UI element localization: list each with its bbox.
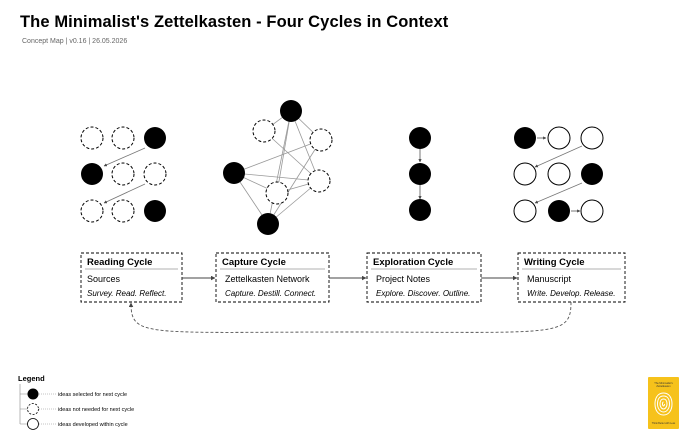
idea-node-dashed — [252, 119, 276, 143]
cycle-artifact: Manuscript — [527, 274, 572, 284]
idea-node-dashed — [307, 169, 331, 193]
cycle-description: Write. Develop. Release. — [527, 289, 615, 298]
idea-node-dashed — [111, 126, 135, 150]
cycle-connectors — [128, 275, 572, 333]
legend-label: ideas not needed for next cycle — [58, 407, 134, 413]
cycle-description: Capture. Destill. Connect. — [225, 289, 316, 298]
cycle-description: Explore. Discover. Outline. — [376, 289, 470, 298]
cycle-title: Reading Cycle — [87, 257, 152, 268]
idea-node-filled — [257, 213, 279, 235]
feedback-loop-arrow — [128, 301, 572, 333]
legend: Legend ideas selected for next cycle ide… — [18, 374, 134, 430]
legend-label: ideas selected for next cycle — [58, 392, 127, 398]
cycle-title: Exploration Cycle — [373, 257, 453, 268]
idea-node-dashed — [80, 199, 104, 223]
legend-dashed-node-icon — [27, 403, 39, 415]
logo-title: The Minimalist's Zettelkasten — [654, 382, 673, 388]
logo-tagline: Think Better with Less — [651, 422, 676, 425]
idea-node-filled — [223, 162, 245, 184]
idea-node-outline — [580, 126, 604, 150]
idea-node-filled — [144, 200, 166, 222]
idea-node-dashed — [309, 128, 333, 152]
capture-cycle-network — [223, 100, 333, 235]
cycle-card-exploration[interactable]: Exploration Cycle Project Notes Explore.… — [366, 252, 482, 303]
cycle-title: Capture Cycle — [222, 257, 286, 268]
page-subtitle: Concept Map | v0.16 | 26.05.2026 — [22, 38, 128, 45]
cycle-description: Survey. Read. Reflect. — [87, 289, 166, 298]
exploration-cycle-chain — [409, 127, 431, 221]
idea-node-filled — [581, 163, 603, 185]
cycle-artifact: Sources — [87, 274, 121, 284]
idea-node-outline — [547, 162, 571, 186]
cycle-card-writing[interactable]: Writing Cycle Manuscript Write. Develop.… — [517, 252, 626, 303]
legend-label: ideas developed within cycle — [58, 422, 128, 428]
idea-node-filled — [409, 127, 431, 149]
idea-node-dashed — [111, 162, 135, 186]
writing-cycle-nodes — [513, 126, 604, 223]
idea-node-outline — [513, 162, 537, 186]
reading-selection-arrow — [103, 183, 146, 204]
idea-node-outline — [547, 126, 571, 150]
idea-node-outline — [580, 199, 604, 223]
cycle-artifact: Project Notes — [376, 274, 431, 284]
book-logo: The Minimalist's Zettelkasten Think Bett… — [648, 377, 679, 429]
idea-node-dashed — [80, 126, 104, 150]
idea-node-filled — [409, 199, 431, 221]
cycle-card-capture[interactable]: Capture Cycle Zettelkasten Network Captu… — [215, 252, 330, 303]
idea-node-dashed — [143, 162, 167, 186]
legend-outline-node-icon — [27, 418, 39, 430]
idea-node-filled — [81, 163, 103, 185]
idea-node-filled — [280, 100, 302, 122]
legend-title: Legend — [18, 374, 45, 383]
idea-node-filled — [514, 127, 536, 149]
idea-node-filled — [144, 127, 166, 149]
reading-cycle-nodes — [80, 126, 167, 223]
idea-node-dashed — [111, 199, 135, 223]
cycle-title: Writing Cycle — [524, 257, 585, 268]
idea-node-dashed — [265, 181, 289, 205]
idea-node-filled — [548, 200, 570, 222]
idea-node-outline — [513, 199, 537, 223]
idea-node-filled — [409, 163, 431, 185]
cycle-card-reading[interactable]: Reading Cycle Sources Survey. Read. Refl… — [80, 252, 183, 303]
cycle-artifact: Zettelkasten Network — [225, 274, 310, 284]
fingerprint-icon — [654, 392, 673, 416]
reading-selection-arrow — [103, 147, 146, 167]
legend-filled-node-icon — [27, 388, 39, 400]
page-title: The Minimalist's Zettelkasten - Four Cyc… — [20, 13, 449, 31]
